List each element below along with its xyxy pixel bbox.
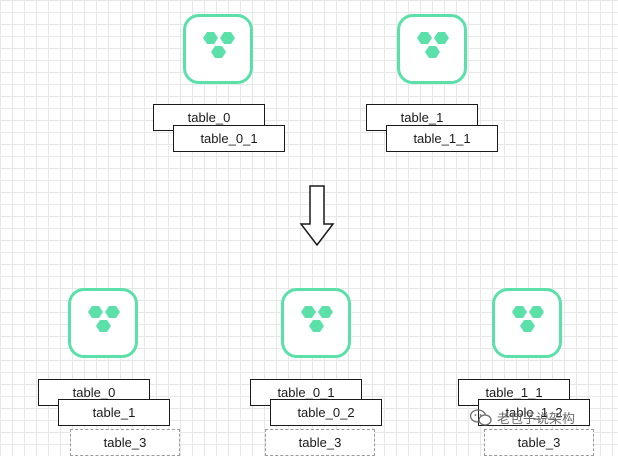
database-node-icon [183, 14, 253, 84]
wechat-icon [470, 408, 492, 426]
watermark-text: 老包子说架构 [497, 411, 576, 426]
table-box-dashed: table_3 [484, 429, 594, 456]
table-box-dashed: table_3 [265, 429, 375, 456]
database-node-icon [397, 14, 467, 84]
table-box: table_0_2 [270, 399, 382, 426]
watermark: 老包子说架构 [470, 408, 575, 427]
hexagon-cluster-icon [512, 306, 544, 332]
database-node-icon [492, 288, 562, 358]
table-box-dashed: table_3 [70, 429, 180, 456]
table-box: table_0_1 [173, 125, 285, 152]
table-box: table_1_1 [386, 125, 498, 152]
down-arrow-icon [299, 185, 335, 247]
table-box: table_1 [58, 399, 170, 426]
database-node-icon [68, 288, 138, 358]
table-box: table_1_2 [478, 399, 590, 426]
hexagon-cluster-icon [88, 306, 120, 332]
hexagon-cluster-icon [203, 32, 235, 58]
database-node-icon [281, 288, 351, 358]
hexagon-cluster-icon [301, 306, 333, 332]
hexagon-cluster-icon [417, 32, 449, 58]
